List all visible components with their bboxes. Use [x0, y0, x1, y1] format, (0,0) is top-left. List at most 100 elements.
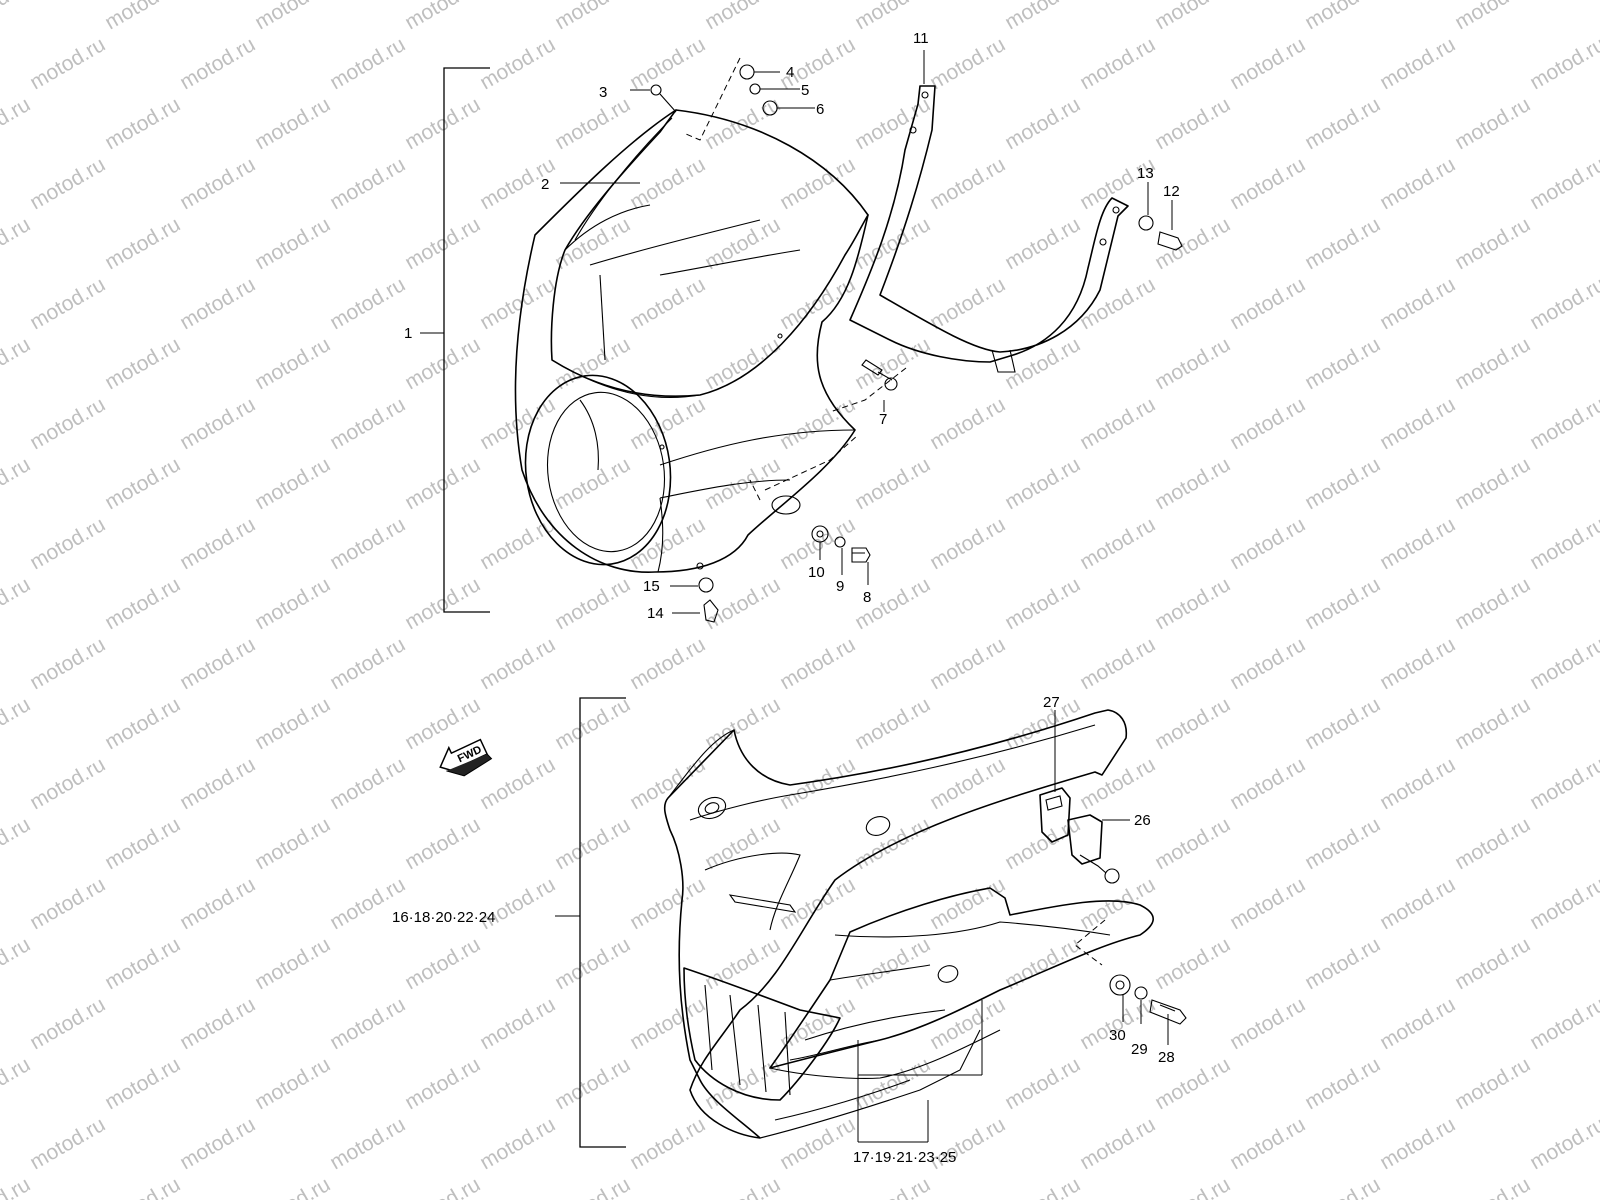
watermark-text: motod.ru	[926, 873, 1009, 934]
watermark-text: motod.ru	[1151, 213, 1234, 274]
watermark-text: motod.ru	[326, 273, 409, 334]
watermark-text: motod.ru	[701, 693, 784, 754]
watermark-text: motod.ru	[251, 933, 334, 994]
watermark-text: motod.ru	[0, 93, 34, 154]
watermark-text: motod.ru	[1151, 1173, 1234, 1200]
watermark-text: motod.ru	[551, 213, 634, 274]
bracket-16	[579, 697, 626, 1148]
watermark-text: motod.ru	[926, 633, 1009, 694]
watermark-text: motod.ru	[1151, 453, 1234, 514]
watermark-text: motod.ru	[326, 633, 409, 694]
watermark-text: motod.ru	[251, 813, 334, 874]
watermark-text: motod.ru	[176, 993, 259, 1054]
under-cowl-body	[663, 709, 1128, 1139]
watermark-text: motod.ru	[401, 213, 484, 274]
watermark-text: motod.ru	[1001, 813, 1084, 874]
watermark-text: motod.ru	[101, 1053, 184, 1114]
watermark-text: motod.ru	[476, 273, 559, 334]
watermark-text: motod.ru	[26, 153, 109, 214]
watermark-text: motod.ru	[851, 93, 934, 154]
watermark-text: motod.ru	[26, 273, 109, 334]
watermark-text: motod.ru	[101, 1173, 184, 1200]
callout-2: 2	[541, 176, 549, 193]
watermark-text: motod.ru	[1151, 93, 1234, 154]
nut-15	[698, 577, 714, 593]
watermark-text: motod.ru	[176, 633, 259, 694]
callout-5: 5	[801, 82, 809, 99]
watermark-text: motod.ru	[1376, 993, 1459, 1054]
mount-hole-center	[865, 816, 891, 836]
watermark-text: motod.ru	[1226, 993, 1309, 1054]
bolt-8	[851, 547, 871, 563]
watermark-text: motod.ru	[1301, 453, 1384, 514]
watermark-text: motod.ru	[1451, 0, 1534, 34]
watermark-text: motod.ru	[1526, 273, 1600, 334]
watermark-text: motod.ru	[101, 213, 184, 274]
watermark-text: motod.ru	[1526, 993, 1600, 1054]
watermark-text: motod.ru	[626, 153, 709, 214]
watermark-text: motod.ru	[0, 333, 34, 394]
watermark-text: motod.ru	[1376, 513, 1459, 574]
under-cowl-assembly	[555, 697, 1187, 1148]
watermark-text: motod.ru	[251, 0, 334, 34]
callout-8: 8	[863, 589, 871, 606]
watermark-text: motod.ru	[326, 33, 409, 94]
watermark-text: motod.ru	[26, 753, 109, 814]
callout-6: 6	[816, 101, 824, 118]
watermark-text: motod.ru	[1076, 33, 1159, 94]
watermark-text: motod.ru	[101, 693, 184, 754]
watermark-text: motod.ru	[476, 393, 559, 454]
bracket-1	[443, 67, 490, 613]
watermark-text: motod.ru	[26, 873, 109, 934]
watermark-text: motod.ru	[1376, 273, 1459, 334]
watermark-text: motod.ru	[1001, 0, 1084, 34]
watermark-text: motod.ru	[1001, 93, 1084, 154]
watermark-text: motod.ru	[926, 273, 1009, 334]
watermark-text: motod.ru	[176, 393, 259, 454]
watermark-text: motod.ru	[1451, 93, 1534, 154]
washer-29	[1134, 986, 1148, 1000]
watermark-text: motod.ru	[251, 213, 334, 274]
watermark-text: motod.ru	[926, 153, 1009, 214]
watermark-text: motod.ru	[26, 993, 109, 1054]
watermark-text: motod.ru	[1451, 1173, 1534, 1200]
watermark-text: motod.ru	[0, 693, 34, 754]
watermark-text: motod.ru	[176, 1113, 259, 1174]
watermark-text: motod.ru	[1376, 633, 1459, 694]
watermark-text: motod.ru	[926, 753, 1009, 814]
mount-hole-left	[697, 796, 727, 820]
bolt-28	[1149, 999, 1187, 1025]
watermark-text: motod.ru	[0, 0, 34, 34]
watermark-text: motod.ru	[851, 693, 934, 754]
side-panel	[769, 887, 1154, 1069]
watermark-text: motod.ru	[1301, 1173, 1384, 1200]
watermark-text: motod.ru	[476, 33, 559, 94]
watermark-text: motod.ru	[1526, 753, 1600, 814]
watermark-text: motod.ru	[1001, 573, 1084, 634]
watermark-text: motod.ru	[1076, 753, 1159, 814]
watermark-text: motod.ru	[0, 1053, 34, 1114]
watermark-text: motod.ru	[101, 813, 184, 874]
watermark-text: motod.ru	[1001, 1053, 1084, 1114]
watermark-text: motod.ru	[1376, 1113, 1459, 1174]
watermark-text: motod.ru	[1151, 933, 1234, 994]
watermark-text: motod.ru	[401, 453, 484, 514]
watermark-text: motod.ru	[1526, 1113, 1600, 1174]
watermark-text: motod.ru	[626, 873, 709, 934]
watermark-text: motod.ru	[1076, 1113, 1159, 1174]
watermark-text: motod.ru	[1226, 273, 1309, 334]
watermark-text: motod.ru	[1226, 513, 1309, 574]
watermark-text: motod.ru	[251, 693, 334, 754]
callout-13: 13	[1137, 165, 1154, 182]
watermark-text: motod.ru	[701, 813, 784, 874]
callout-30: 30	[1109, 1027, 1126, 1044]
watermark-text: motod.ru	[551, 333, 634, 394]
watermark-text: motod.ru	[1301, 1053, 1384, 1114]
watermark-text: motod.ru	[1226, 753, 1309, 814]
watermark-text: motod.ru	[476, 1113, 559, 1174]
watermark-text: motod.ru	[776, 633, 859, 694]
watermark-text: motod.ru	[776, 873, 859, 934]
watermark-text: motod.ru	[551, 93, 634, 154]
watermark-text: motod.ru	[1151, 0, 1234, 34]
